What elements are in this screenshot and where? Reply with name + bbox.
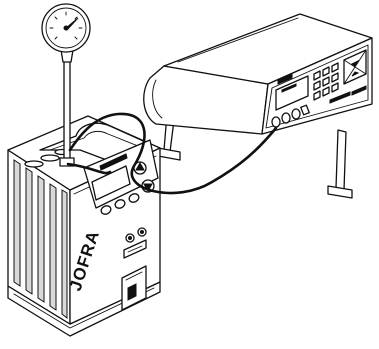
reference-thermometer — [41, 3, 91, 167]
calibrator-power-switch — [121, 265, 147, 311]
connecting-cable — [68, 112, 278, 195]
instrument-display — [275, 75, 309, 111]
instrument-keypad — [313, 62, 339, 101]
calibrator-display — [91, 165, 131, 201]
calibrator-arrow-keys — [133, 161, 155, 193]
dry-block-calibrator: JOFRA — [7, 115, 161, 337]
instrument-navigation-keys — [343, 49, 367, 85]
thermometer-stem — [63, 59, 71, 163]
reference-instrument — [143, 13, 373, 199]
calibrator-cooling-fins — [13, 159, 68, 320]
calibrator-buttons — [100, 193, 140, 215]
calibrator-connectors — [123, 227, 147, 259]
instrument-input-sockets — [271, 104, 310, 128]
